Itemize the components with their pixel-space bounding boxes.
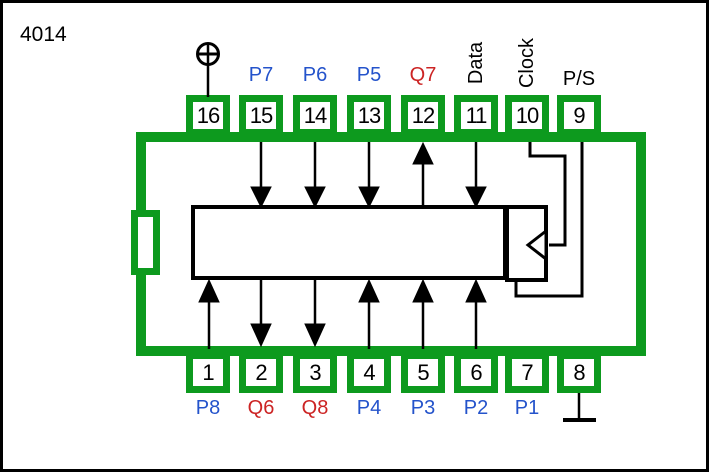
pin-box-12: 12 [401, 95, 445, 136]
pin-label-q6: Q6 [247, 397, 275, 419]
pin-number: 1 [202, 359, 214, 385]
pin-number: 6 [470, 359, 482, 385]
pin-number: 16 [196, 102, 221, 128]
pin-box-1: 1 [186, 352, 230, 393]
pin-number: 8 [573, 359, 585, 385]
pin-box-6: 6 [454, 352, 498, 393]
pin-label-p1: P1 [514, 397, 540, 419]
pin-label-p5: P5 [356, 64, 382, 86]
pin-label-p8: P8 [195, 397, 221, 419]
chip-body [136, 132, 646, 356]
pin-number: 9 [573, 102, 585, 128]
pin-box-10: 10 [505, 95, 549, 136]
pin-number: 11 [465, 102, 488, 128]
power-plus-icon [196, 42, 220, 97]
pin-label-p6: P6 [302, 64, 328, 86]
pin-box-8: 8 [557, 352, 601, 393]
pin-box-11: 11 [454, 95, 498, 136]
pin-box-3: 3 [293, 352, 337, 393]
pin-box-2: 2 [239, 352, 283, 393]
ground-icon [563, 393, 596, 422]
pin-box-4: 4 [347, 352, 391, 393]
pin-label-p3: P3 [410, 397, 436, 419]
chip-title: 4014 [20, 23, 67, 46]
pin-box-5: 5 [401, 352, 445, 393]
pin-box-13: 13 [347, 95, 391, 136]
pin-label-clock: Clock [516, 37, 538, 89]
pin-label-p7: P7 [248, 64, 274, 86]
pin-number: 3 [309, 359, 321, 385]
pin-box-15: 15 [239, 95, 283, 136]
pin-number: 12 [411, 102, 436, 128]
pin-label-q8: Q8 [301, 397, 329, 419]
pin-number: 5 [417, 359, 429, 385]
pin-number: 14 [303, 102, 328, 128]
pin-number: 10 [515, 102, 540, 128]
pin-number: 15 [249, 102, 274, 128]
pin-number: 4 [363, 359, 375, 385]
pin-box-16: 16 [186, 95, 230, 136]
pin-label-data: Data [465, 41, 487, 85]
pin-label-q7: Q7 [409, 64, 437, 86]
pin-number: 7 [521, 359, 533, 385]
pin-box-7: 7 [505, 352, 549, 393]
pin-box-9: 9 [557, 95, 601, 136]
pin-number: 2 [255, 359, 267, 385]
pin-label-p-s: P/S [562, 68, 596, 90]
pin-box-14: 14 [293, 95, 337, 136]
pin-label-p4: P4 [356, 397, 382, 419]
pin-number: 13 [357, 102, 382, 128]
pin-label-p2: P2 [463, 397, 489, 419]
